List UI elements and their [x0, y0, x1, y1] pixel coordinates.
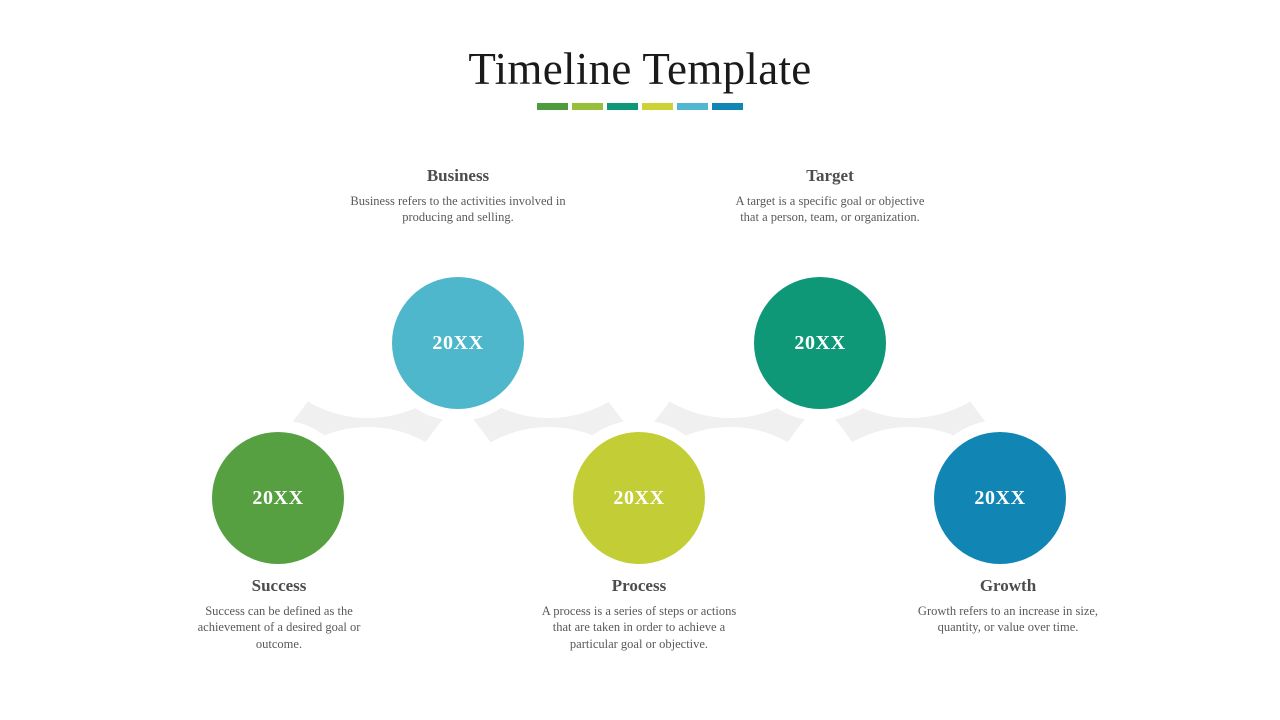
callout-growth: Growth Growth refers to an increase in s… — [902, 576, 1114, 636]
callout-title-success: Success — [251, 576, 307, 595]
callout-desc-business: Business refers to the activities involv… — [350, 193, 566, 225]
callout-desc-growth: Growth refers to an increase in size, qu… — [917, 603, 1099, 635]
callout-target: Target A target is a specific goal or ob… — [726, 166, 934, 226]
callout-title-growth: Growth — [979, 576, 1037, 595]
node-year-growth: 20XX — [974, 486, 1026, 509]
callout-title-target: Target — [806, 166, 854, 185]
timeline-node-business[interactable]: 20XX — [392, 277, 524, 409]
node-year-business: 20XX — [432, 331, 484, 354]
callout-success: Success Success can be defined as the ac… — [173, 576, 385, 653]
callout-desc-target: A target is a specific goal or objective… — [735, 193, 925, 225]
callout-desc-success: Success can be defined as the achievemen… — [197, 603, 361, 651]
node-year-success: 20XX — [252, 486, 304, 509]
callout-business: Business Business refers to the activiti… — [348, 166, 568, 226]
node-year-target: 20XX — [794, 331, 846, 354]
callout-process: Process A process is a series of steps o… — [535, 576, 743, 653]
callout-title-process: Process — [611, 576, 667, 595]
timeline-node-target[interactable]: 20XX — [754, 277, 886, 409]
timeline-node-growth[interactable]: 20XX — [934, 432, 1066, 564]
timeline-node-success[interactable]: 20XX — [212, 432, 344, 564]
timeline-node-process[interactable]: 20XX — [573, 432, 705, 564]
callout-desc-process: A process is a series of steps or action… — [541, 603, 737, 651]
node-year-process: 20XX — [613, 486, 665, 509]
callout-title-business: Business — [426, 166, 490, 185]
